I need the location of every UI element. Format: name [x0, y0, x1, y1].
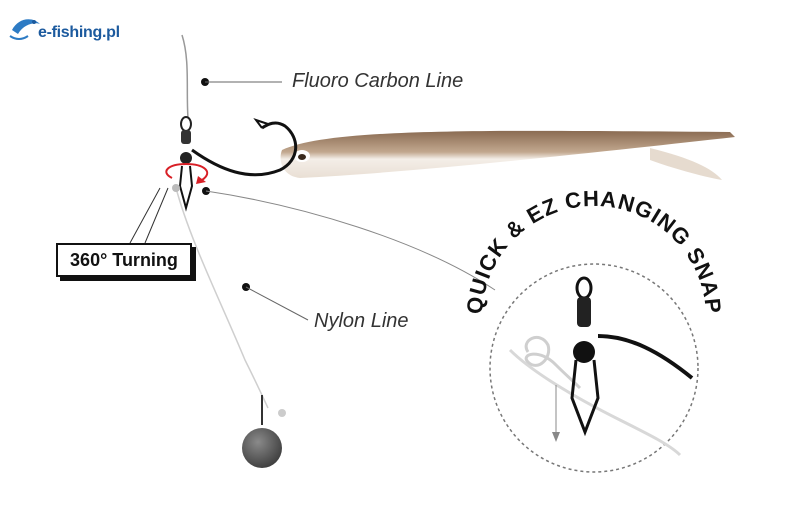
swivel-snap [178, 116, 194, 212]
hook [191, 121, 298, 177]
turning-label: 360° Turning [70, 249, 178, 270]
rotation-arrow-icon [165, 162, 209, 181]
fluoro-carbon-line [181, 34, 189, 119]
nylon-line-label: Nylon Line [314, 310, 409, 332]
logo-text: e-fishing.pl [38, 24, 120, 41]
fish-logo-icon [9, 19, 40, 40]
snap-detail-circle [489, 263, 699, 473]
nylon-line [175, 187, 269, 409]
site-logo[interactable]: e-fishing.pl [8, 8, 120, 48]
sinker [242, 395, 286, 468]
soft-lure [280, 130, 735, 180]
turning-label-box: 360° Turning [56, 243, 192, 277]
fluoro-carbon-label: Fluoro Carbon Line [292, 70, 464, 92]
